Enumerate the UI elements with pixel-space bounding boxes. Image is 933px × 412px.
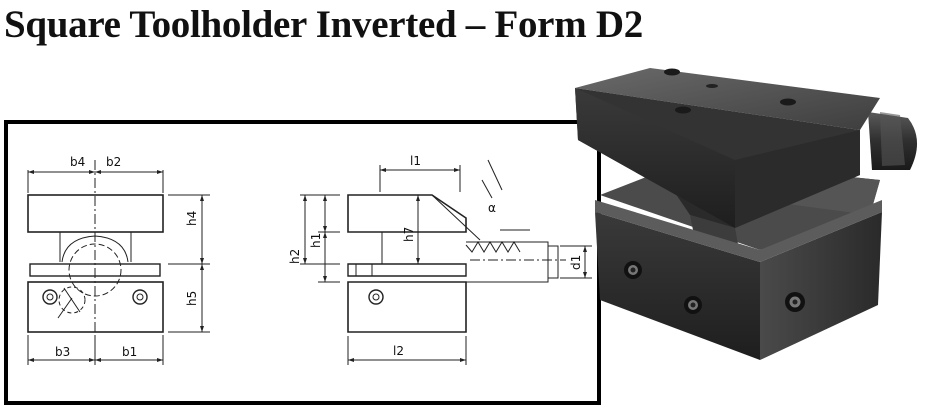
dim-label-l2: l2 [393, 344, 404, 358]
dim-label-h1: h1 [309, 233, 323, 248]
dim-label-d1: d1 [569, 255, 583, 270]
dim-label-b3: b3 [55, 345, 70, 359]
front-view [27, 160, 210, 365]
side-view [300, 159, 592, 365]
dim-label-l1: l1 [410, 154, 421, 168]
dim-label-b2: b2 [106, 155, 121, 169]
page-title: Square Toolholder Inverted – Form D2 [4, 3, 643, 46]
dim-label-b4: b4 [70, 155, 85, 169]
dim-label-h2: h2 [288, 249, 302, 264]
dim-label-alpha: α [488, 201, 496, 215]
drawing-frame [4, 120, 601, 405]
dim-label-b1: b1 [122, 345, 137, 359]
dim-label-h7: h7 [402, 227, 416, 242]
bolt-holes [624, 261, 805, 314]
dim-label-h5: h5 [185, 291, 199, 306]
dim-label-h4: h4 [185, 211, 199, 226]
